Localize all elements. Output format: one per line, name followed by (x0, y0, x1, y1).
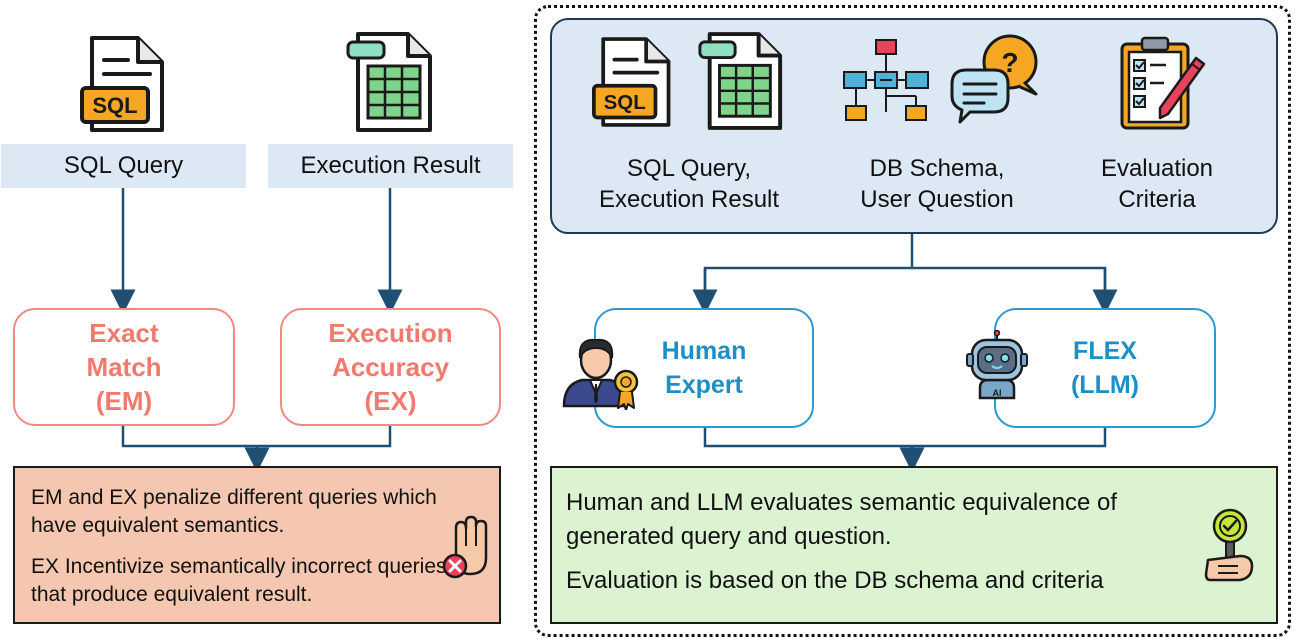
sql-file-icon: SQL (80, 34, 170, 134)
approval-check-sign-icon (1204, 506, 1260, 586)
stop-hand-icon (440, 514, 494, 580)
svg-text:SQL: SQL (604, 91, 646, 114)
robot-ai-icon: AI (966, 329, 1028, 400)
svg-text:SQL: SQL (92, 93, 137, 118)
input-label-execution-result: Execution Result (268, 144, 513, 188)
result-line-1: Human and LLM evaluates semantic equival… (566, 489, 1117, 550)
human-expert-avatar-icon (560, 334, 644, 411)
panel-label-schema-question: DB Schema, User Question (860, 155, 1014, 213)
user-question-chat-icon: ? (948, 32, 1044, 128)
svg-text:AI: AI (993, 388, 1002, 398)
merge-line-right (703, 428, 1107, 448)
result-line-2: Evaluation is based on the DB schema and… (566, 567, 1104, 594)
sql-file-icon-right: SQL (592, 32, 676, 132)
merge-line-left (121, 426, 392, 448)
spreadsheet-file-icon (344, 30, 436, 136)
note-line-2: EX Incentivize semantically incorrect qu… (31, 555, 447, 606)
note-line-1: EM and EX penalize different queries whi… (31, 486, 437, 537)
panel-label-sql-execution: SQL Query, Execution Result (598, 155, 780, 213)
spreadsheet-file-icon-right (696, 30, 786, 134)
panel-label-evaluation-criteria: Evaluation Criteria (1100, 155, 1214, 213)
evaluator-flex-llm: FLEX (LLM) (994, 308, 1216, 428)
flex-evaluation-frame (534, 5, 1291, 637)
svg-text:?: ? (1001, 47, 1018, 78)
metric-exact-match: Exact Match (EM) (13, 308, 235, 426)
semantic-evaluation-result: Human and LLM evaluates semantic equival… (550, 466, 1278, 624)
limitations-note: EM and EX penalize different queries whi… (13, 466, 501, 624)
db-schema-icon (838, 36, 934, 128)
evaluator-human-expert: Human Expert (594, 308, 814, 428)
evaluation-criteria-clipboard-icon (1116, 34, 1208, 132)
metric-execution-accuracy: Execution Accuracy (EX) (280, 308, 501, 426)
input-label-sql-query: SQL Query (1, 144, 246, 188)
